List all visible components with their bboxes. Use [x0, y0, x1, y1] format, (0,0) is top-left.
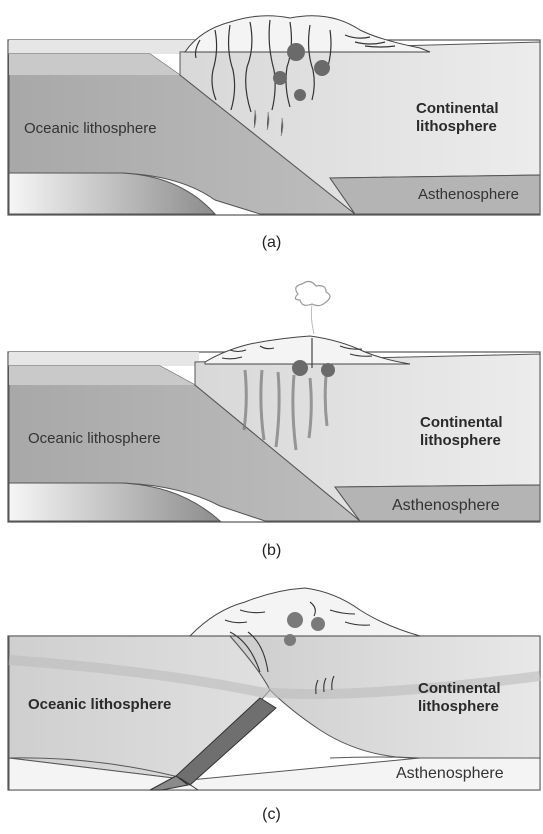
asthenosphere-label: Asthenosphere — [396, 765, 504, 782]
continental-lithosphere-label-line2: lithosphere — [416, 118, 497, 135]
oceanic-lithosphere-label: Oceanic lithosphere — [24, 120, 157, 137]
continental-lithosphere-label-line2: lithosphere — [420, 432, 501, 449]
asthenosphere-label: Asthenosphere — [418, 186, 519, 203]
caption-a: (a) — [0, 234, 543, 252]
panel-c: Oceanic lithosphere Continental lithosph… — [0, 580, 543, 834]
collision-mountain — [190, 588, 420, 636]
volcanic-arc — [205, 336, 410, 364]
oceanic-lithosphere-label: Oceanic lithosphere — [28, 696, 171, 713]
asthenosphere-label: Asthenosphere — [392, 497, 500, 514]
ocean-water — [9, 40, 199, 54]
continental-lithosphere-label-line1: Continental — [416, 100, 499, 117]
continental-lithosphere-label-line1: Continental — [420, 414, 503, 431]
continental-lithosphere-label-line2: lithosphere — [418, 698, 499, 715]
panel-a: Oceanic lithosphere Continental lithosph… — [0, 0, 543, 260]
oceanic-lithosphere-label: Oceanic lithosphere — [28, 430, 161, 447]
caption-c: (c) — [0, 806, 543, 824]
ocean-water — [9, 352, 199, 366]
caption-b: (b) — [0, 542, 543, 560]
eruption-cloud — [295, 281, 330, 305]
continental-lithosphere-label-line1: Continental — [418, 680, 501, 697]
panel-b: Oceanic lithosphere Continental lithosph… — [0, 280, 543, 570]
